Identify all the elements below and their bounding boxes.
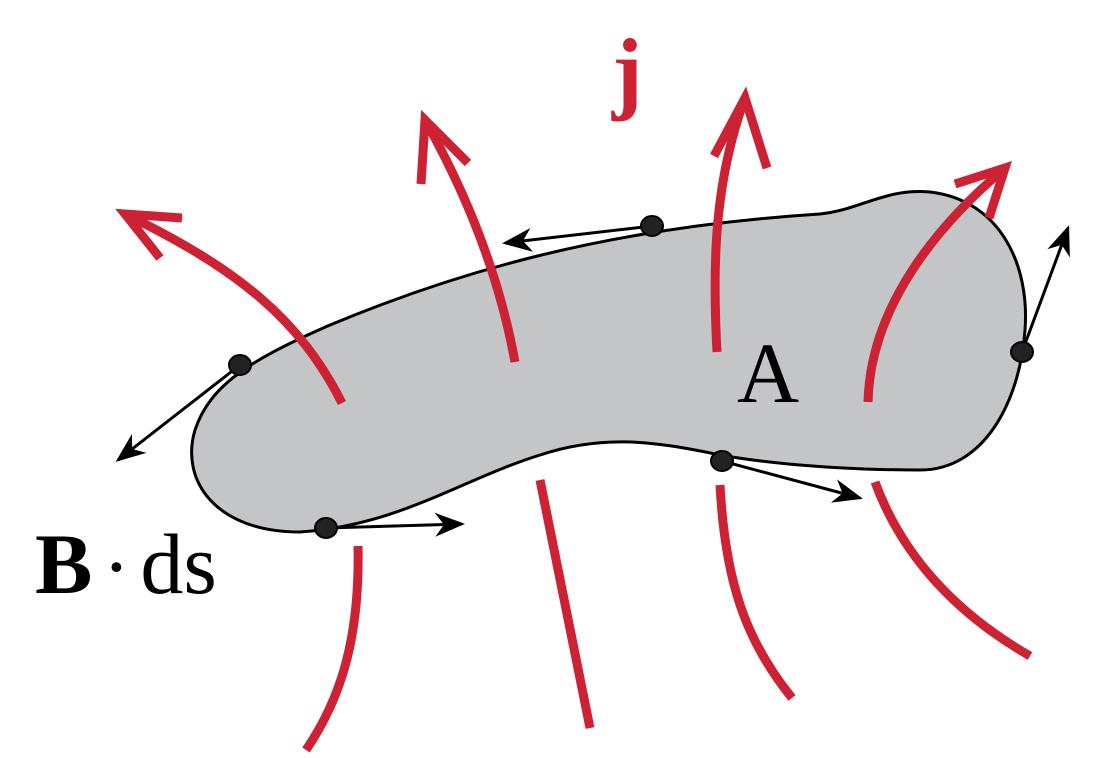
boundary-point-3 (314, 517, 338, 539)
current-line-2 (421, 117, 520, 363)
boundary-point-4 (710, 450, 734, 472)
tangent-vector-4 (721, 459, 863, 503)
label-dot: · (106, 534, 126, 600)
label-ds: ds (140, 516, 216, 612)
current-line-8 (870, 480, 1033, 660)
tangent-vector-3 (325, 512, 465, 537)
label-B: B (35, 516, 92, 612)
current-line-4-arrowhead (953, 161, 1012, 220)
tangent-vector-2 (115, 363, 241, 462)
current-line-3-arrowhead (710, 86, 772, 170)
tangent-vector-5 (1020, 225, 1070, 353)
current-line-3 (710, 96, 750, 353)
label-A: A (737, 325, 799, 421)
current-line-6 (535, 479, 595, 729)
tangent-vector-1 (502, 224, 653, 252)
current-line-7 (715, 484, 796, 701)
current-lines-lower (302, 479, 1033, 753)
tangent-vectors (115, 224, 1070, 537)
current-line-4 (863, 164, 1008, 403)
boundary-points (228, 215, 1034, 539)
label-j: j (611, 20, 643, 122)
current-line-5 (302, 545, 363, 753)
current-lines-upper (115, 86, 1012, 406)
boundary-point-5 (1010, 341, 1034, 363)
current-line-2-arrowhead (416, 109, 472, 185)
boundary-point-2 (228, 354, 252, 376)
current-line-1 (123, 209, 347, 406)
label-B-ds: B · ds (35, 516, 217, 612)
boundary-point-1 (640, 215, 664, 237)
current-line-1-arrowhead (115, 208, 183, 261)
